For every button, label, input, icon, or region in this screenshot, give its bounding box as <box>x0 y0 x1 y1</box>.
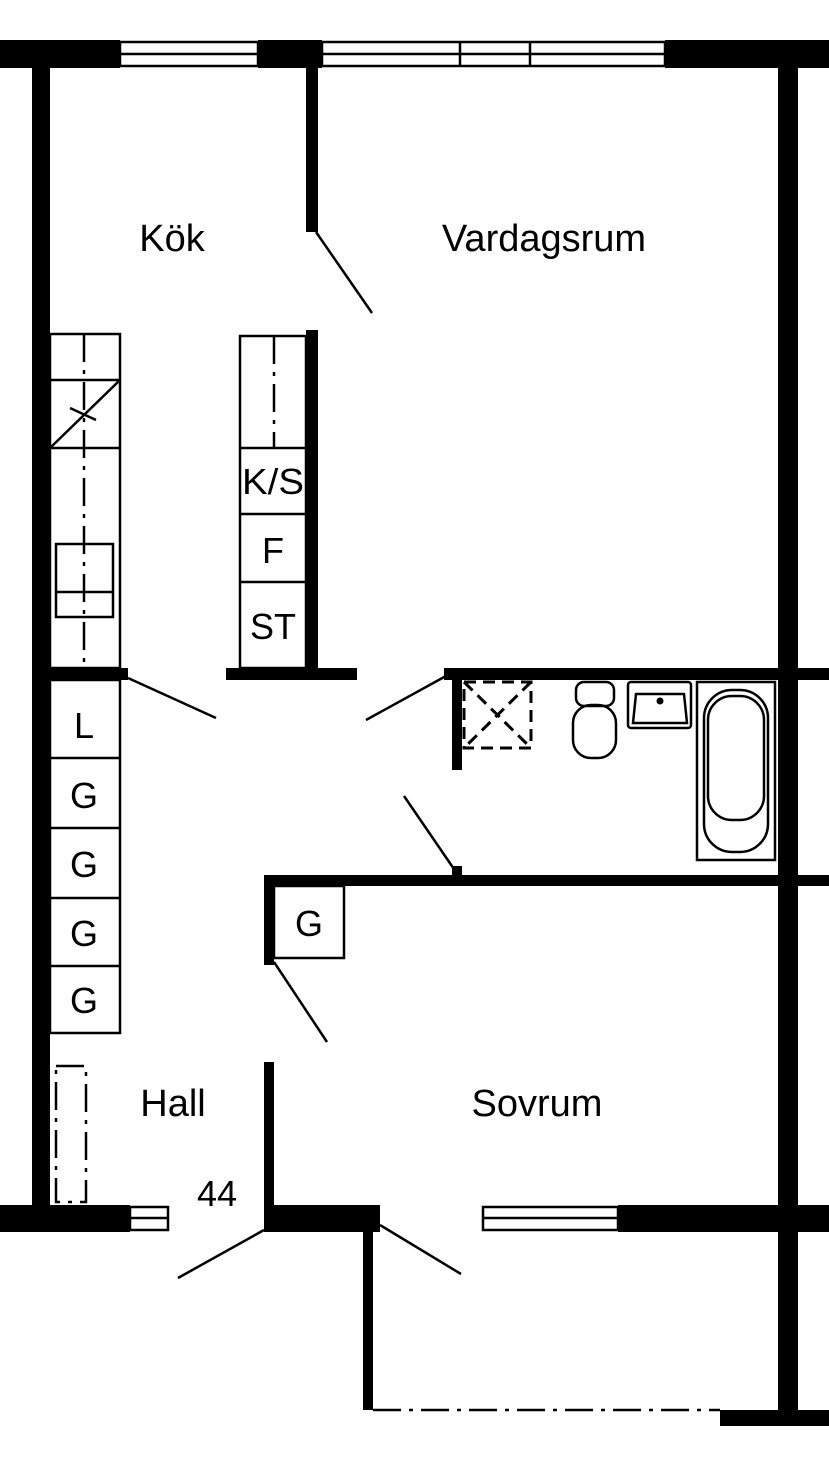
bedroom-wardrobe: G <box>272 884 346 960</box>
toilet-icon <box>571 680 618 760</box>
unit-wardrobe: G <box>70 844 98 885</box>
svg-text:G: G <box>295 903 323 944</box>
bathtub-icon <box>695 680 777 862</box>
hall-wardrobes: L G G G G <box>48 678 122 1204</box>
washbasin-icon <box>626 680 693 730</box>
area-label: 44 <box>197 1173 237 1214</box>
kitchen-left-counter <box>48 332 122 670</box>
room-label-bedroom: Sovrum <box>472 1083 603 1125</box>
shower-icon <box>462 680 533 750</box>
room-label-kitchen: Kök <box>139 218 205 260</box>
unit-wardrobe: G <box>70 980 98 1021</box>
unit-stove: ST <box>250 606 296 647</box>
bathroom-fixtures <box>462 680 777 862</box>
windows <box>118 40 667 1232</box>
unit-linen: L <box>74 705 94 746</box>
doors <box>127 231 720 1412</box>
sink-icon <box>54 542 115 619</box>
unit-fridge-freezer: K/S <box>242 461 304 502</box>
room-label-hall: Hall <box>140 1083 205 1125</box>
unit-wardrobe: G <box>70 913 98 954</box>
walls <box>0 40 829 1426</box>
kitchen-right-counter: K/S F ST <box>238 334 308 670</box>
labels: Kök Vardagsrum Hall Sovrum 44 <box>139 218 646 1214</box>
unit-fridge: F <box>262 530 284 571</box>
unit-wardrobe: G <box>70 775 98 816</box>
room-label-living: Vardagsrum <box>442 218 646 260</box>
